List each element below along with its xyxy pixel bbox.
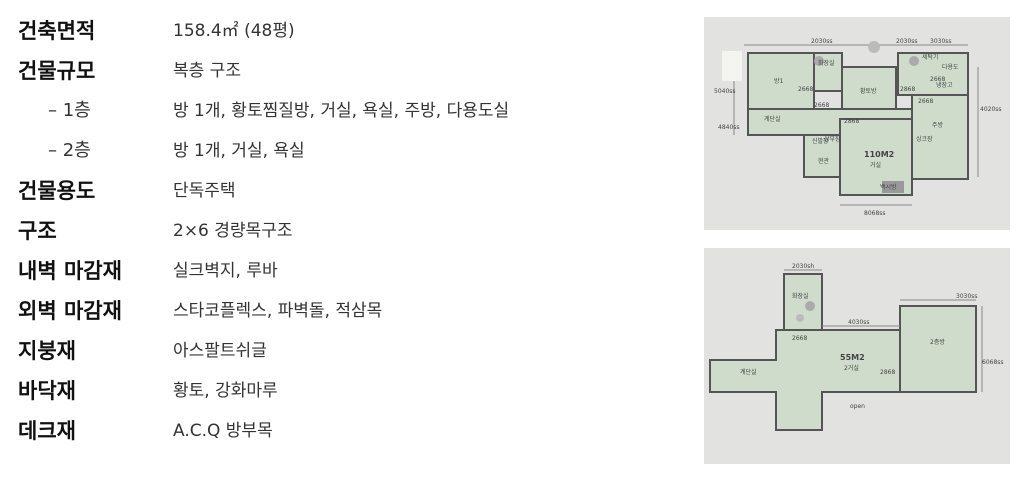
spec-value: 황토, 강화마루 — [173, 381, 278, 401]
label-entry: 신발장 — [812, 137, 829, 145]
floorplan-2f: 2030sh 4030ss 3030ss 6068ss 화장실 계단실 55M2… — [704, 248, 1010, 464]
label-pantry: 다용도 — [942, 63, 959, 71]
spec-value: 아스팔트쉬글 — [173, 341, 267, 361]
spec-key: 건축면적 — [18, 19, 96, 43]
room-kitchen — [911, 94, 969, 180]
spec-key: 데크재 — [18, 419, 76, 443]
dim2-mid: 4030ss — [848, 319, 870, 326]
floorplan-1f: 2030ss 2030ss 3030ss 5040ss 4840ss 4020s… — [704, 17, 1010, 230]
label-door: 백시방 — [880, 183, 897, 191]
spec-value: A.C.Q 방부목 — [173, 421, 273, 441]
label2-open: open — [850, 403, 865, 410]
label-sauna: 황토방 — [860, 87, 877, 95]
floorplan-2f-drawing: 2030sh 4030ss 3030ss 6068ss 화장실 계단실 55M2… — [709, 263, 1004, 431]
label-d6: 2668 — [918, 98, 933, 105]
label2-stair: 계단실 — [740, 368, 757, 376]
label-d1: 2668 — [798, 86, 813, 93]
dim-top2: 2030ss — [896, 38, 918, 45]
room-living-2f — [709, 329, 901, 431]
spec-value: 실크벽지, 루바 — [173, 261, 278, 281]
dim-top3: 3030ss — [930, 38, 952, 45]
label-d4: 2868 — [900, 86, 915, 93]
dim-left2: 4840ss — [718, 124, 740, 131]
room-bedroom-2f — [899, 305, 977, 393]
spec-value: 158.4㎡ (48평) — [173, 21, 295, 41]
label2-bed: 2층방 — [930, 338, 945, 346]
spec-value: 단독주택 — [173, 181, 236, 201]
label2-bath: 화장실 — [792, 292, 809, 300]
spec-key: 바닥재 — [18, 379, 76, 403]
room-bath-2f — [783, 273, 823, 331]
dim-left1: 5040ss — [714, 88, 736, 95]
label-utility: 세탁기 — [922, 53, 939, 61]
label-d2: 2668 — [814, 102, 829, 109]
label-living: 110M2 — [864, 150, 894, 159]
spec-key: – 1층 — [48, 100, 91, 121]
label-d5: 2668 — [930, 76, 945, 83]
label-living-sub: 거실 — [870, 161, 881, 169]
spec-value: 복층 구조 — [173, 61, 241, 81]
label-bed: 방1 — [774, 77, 784, 85]
spec-key: 건물용도 — [18, 179, 96, 203]
spec-key: 내벽 마감재 — [18, 259, 122, 283]
spec-key: 건물규모 — [18, 59, 96, 83]
label-foyer: 현관 — [818, 157, 830, 165]
dim2-right-top: 3030ss — [956, 293, 978, 300]
dim2-right: 6068ss — [982, 359, 1004, 366]
label2-living: 55M2 — [840, 353, 865, 362]
label-cab: 상부장 — [824, 135, 841, 143]
label-bath: 화장실 — [818, 59, 835, 67]
spec-value: 2×6 경량목구조 — [173, 221, 293, 241]
dim-bottom: 8068ss — [864, 210, 886, 217]
label-kitchen: 주방 — [932, 121, 944, 129]
dim2-top: 2030sh — [792, 263, 814, 270]
spec-key: 구조 — [18, 219, 57, 243]
spec-value: 방 1개, 황토찜질방, 거실, 욕실, 주방, 다용도실 — [173, 101, 510, 121]
spec-key: 외벽 마감재 — [18, 299, 122, 323]
label-sink: 싱크장 — [916, 135, 933, 143]
dim-top1: 2030ss — [811, 38, 833, 45]
label-d3: 2868 — [844, 118, 859, 125]
spec-value: 방 1개, 거실, 욕실 — [173, 141, 305, 161]
dim-right: 4020ss — [980, 106, 1002, 113]
label2-d1: 2668 — [792, 335, 807, 342]
label2-living-sub: 2거실 — [844, 364, 859, 372]
spec-key: 지붕재 — [18, 339, 76, 363]
label-stair: 계단실 — [764, 115, 781, 123]
label2-d2: 2868 — [880, 369, 895, 376]
label-storage: 냉장고 — [936, 81, 953, 89]
floorplan-1f-drawing: 2030ss 2030ss 3030ss 5040ss 4840ss 4020s… — [714, 38, 1002, 217]
spec-key: – 2층 — [48, 140, 91, 161]
spec-value: 스타코플렉스, 파벽돌, 적삼목 — [173, 301, 383, 321]
